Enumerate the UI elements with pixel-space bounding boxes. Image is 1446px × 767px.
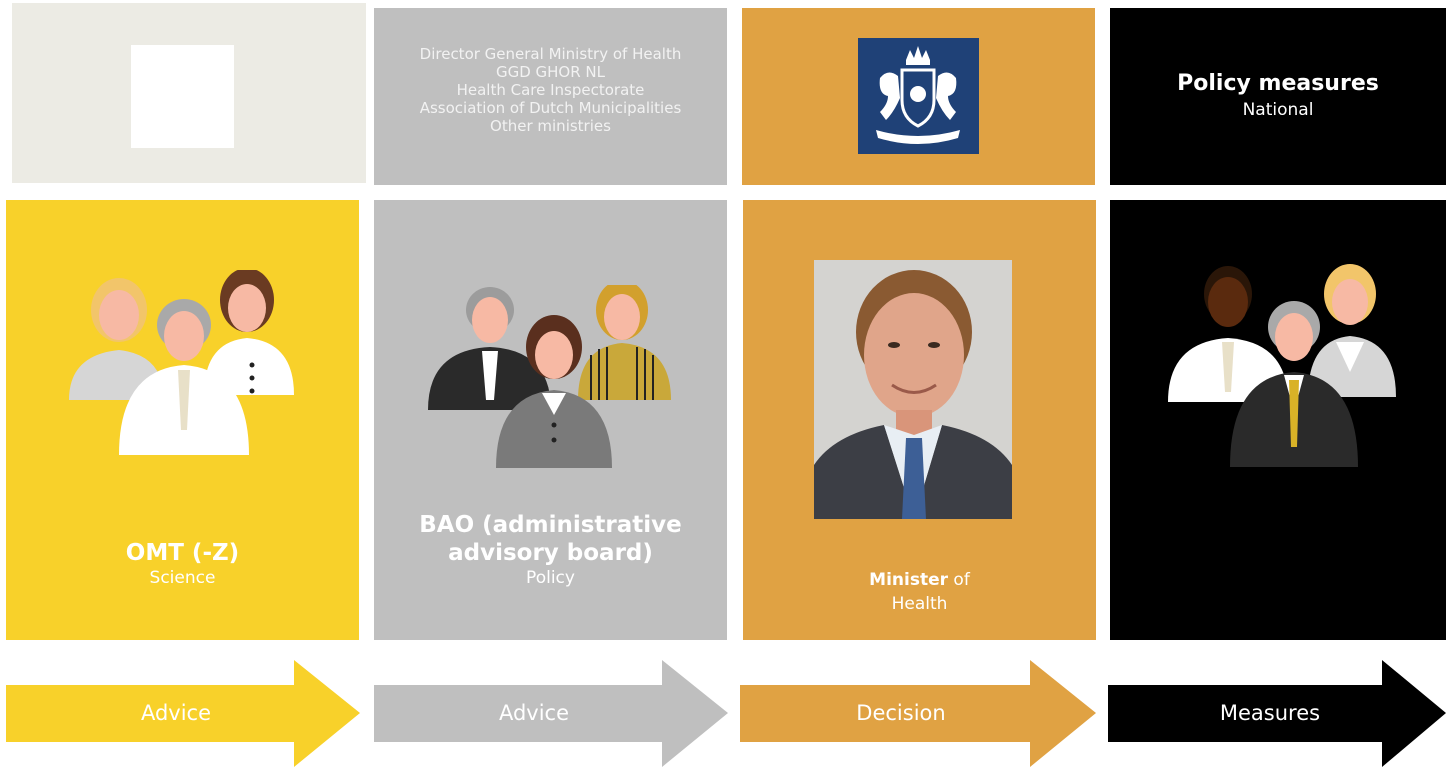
stakeholder-item: Director General Ministry of Health (419, 45, 682, 63)
arrow-label: Measures (1219, 701, 1321, 725)
minister-caption: Minister of Health (743, 568, 1096, 616)
people-group-icon (428, 285, 671, 468)
arrow-decision: Decision (740, 660, 1096, 767)
bao-title-line2: advisory board) (448, 540, 653, 566)
bao-title-line1: BAO (administrative (419, 512, 682, 538)
bao-subtitle: Policy (526, 568, 575, 588)
person-photo-icon (814, 260, 1012, 519)
omt-title: OMT (-Z) (125, 540, 240, 566)
arrow-label: Decision (856, 701, 946, 725)
stakeholder-item: Other ministries (490, 117, 611, 135)
arrow-advice-science: Advice (6, 660, 360, 767)
people-group-icon (69, 270, 294, 455)
arrow-label: Advice (498, 701, 570, 725)
column-minister: Minister of Health (743, 200, 1096, 640)
minister-title-rest: of (948, 570, 970, 590)
crest-icon (858, 38, 979, 154)
arrow-label: Advice (140, 701, 212, 725)
people-group-icon (1168, 264, 1396, 467)
policy-measures-title: Policy measures (1177, 71, 1379, 96)
column-measures (1110, 200, 1446, 640)
stakeholder-list: Director General Ministry of Health GGD … (374, 45, 727, 135)
stakeholder-item: GGD GHOR NL (495, 63, 606, 81)
top-box-government (742, 8, 1095, 185)
top-box-stakeholders: Director General Ministry of Health GGD … (374, 8, 727, 185)
policy-measures-subtitle: National (1242, 100, 1314, 120)
blank-logo-placeholder (131, 45, 234, 148)
arrow-advice-policy: Advice (374, 660, 728, 767)
minister-title-line2: Health (891, 594, 948, 614)
top-box-omt (12, 3, 366, 183)
top-box-policy: Policy measures National (1110, 8, 1446, 185)
column-omt: OMT (-Z) Science (6, 200, 359, 640)
arrow-measures: Measures (1108, 660, 1446, 767)
stakeholder-item: Association of Dutch Municipalities (419, 99, 682, 117)
column-bao: BAO (administrative advisory board) Poli… (374, 200, 727, 640)
stakeholder-item: Health Care Inspectorate (456, 81, 645, 99)
minister-title-bold: Minister (869, 570, 949, 590)
omt-subtitle: Science (149, 568, 216, 588)
